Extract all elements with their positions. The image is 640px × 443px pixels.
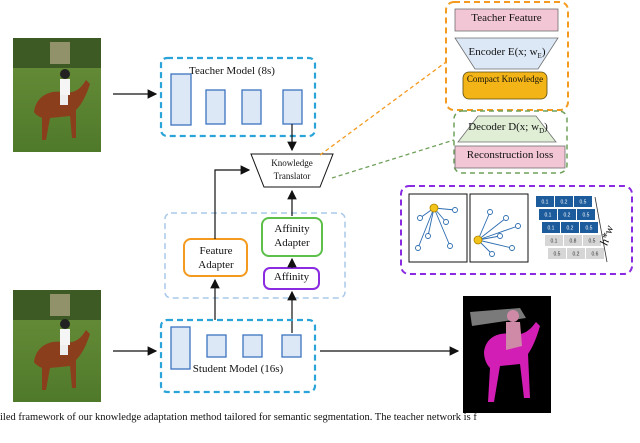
matrix-cell bbox=[561, 222, 579, 233]
adapter-group-box bbox=[164, 212, 346, 299]
input-photo-bottom bbox=[13, 290, 101, 402]
student-model-box bbox=[159, 318, 317, 394]
matrix-cell-value: 0.1 bbox=[542, 200, 549, 206]
affinity-matrix: 0.1 0.2 0.5 0.1 0.2 0.5 0.1 0.2 0.5 0.1 0.8 0.5 0.5 0… bbox=[536, 196, 608, 263]
matrix-cell-value: 0.1 bbox=[548, 226, 555, 232]
matrix-cell-value: 0.5 bbox=[583, 213, 590, 219]
matrix-cell-value: 0.2 bbox=[573, 252, 580, 258]
knowledge-translator-label: Knowledge Translator bbox=[271, 158, 313, 181]
teacher-feature-label: Teacher Feature bbox=[471, 12, 542, 24]
decoder-box bbox=[453, 110, 568, 174]
affinity-detail-box bbox=[400, 185, 633, 275]
matrix-cell bbox=[548, 248, 566, 259]
student-block-1 bbox=[170, 326, 191, 370]
matrix-cell bbox=[564, 235, 582, 246]
teacher-block-4 bbox=[282, 89, 303, 125]
matrix-cell-value: 0.1 bbox=[545, 213, 552, 219]
affinity-label: Affinity bbox=[273, 271, 310, 283]
teacher-model-label: Teacher Model (8s) bbox=[189, 65, 275, 77]
teacher-model-box bbox=[159, 56, 317, 138]
matrix-cell bbox=[583, 235, 601, 246]
compact-knowledge-box bbox=[462, 71, 548, 100]
figure-caption: iled framework of our knowledge adaptati… bbox=[0, 412, 477, 423]
student-model-label: Student Model (16s) bbox=[192, 363, 284, 375]
matrix-dimension-line bbox=[594, 196, 608, 263]
encoder-label: Encoder E(x; wE) bbox=[468, 46, 546, 61]
matrix-cell bbox=[567, 248, 585, 259]
decoder-shape bbox=[457, 115, 557, 143]
matrix-cell-value: 0.2 bbox=[564, 213, 571, 219]
arrow-feature-adapter-to-translator bbox=[214, 165, 251, 239]
reconstruction-loss-box bbox=[454, 145, 566, 169]
input-photo-top bbox=[13, 38, 101, 152]
autoencoder-box bbox=[445, 1, 569, 111]
matrix-cell bbox=[542, 222, 560, 233]
connector-translator-orange bbox=[319, 61, 447, 156]
matrix-cell bbox=[558, 209, 576, 220]
matrix-cell-value: 0.5 bbox=[554, 252, 561, 258]
affinity-graph-icon-1 bbox=[408, 193, 468, 263]
matrix-cell-value: 0.2 bbox=[561, 200, 568, 206]
teacher-feature-box bbox=[454, 8, 559, 32]
decoder-label: Decoder D(x; wD) bbox=[468, 121, 548, 136]
student-block-3 bbox=[242, 334, 263, 358]
matrix-cell bbox=[539, 209, 557, 220]
matrix-cell bbox=[574, 196, 592, 207]
teacher-block-1 bbox=[170, 73, 192, 126]
teacher-block-2 bbox=[205, 89, 226, 125]
compact-knowledge-label: Compact Knowledge bbox=[466, 74, 544, 84]
matrix-cell bbox=[536, 196, 554, 207]
matrix-cell-value: 0.5 bbox=[589, 239, 596, 245]
encoder-shape bbox=[454, 37, 559, 70]
matrix-cell-value: 0.5 bbox=[586, 226, 593, 232]
matrix-cell bbox=[545, 235, 563, 246]
matrix-cell bbox=[555, 196, 573, 207]
knowledge-translator-shape bbox=[250, 153, 334, 188]
matrix-cell-value: 0.1 bbox=[551, 239, 558, 245]
connector-translator-green bbox=[331, 139, 455, 179]
matrix-cell bbox=[577, 209, 595, 220]
matrix-cell-value: 0.8 bbox=[570, 239, 577, 245]
matrix-cell bbox=[580, 222, 598, 233]
segmentation-mask bbox=[463, 296, 551, 413]
reconstruction-loss-label: Reconstruction loss bbox=[466, 149, 554, 161]
teacher-block-3 bbox=[241, 89, 262, 125]
student-block-2 bbox=[206, 334, 227, 358]
student-block-4 bbox=[281, 334, 302, 358]
matrix-cell-value: 0.5 bbox=[580, 200, 587, 206]
matrix-cell-value: 0.2 bbox=[567, 226, 574, 232]
affinity-adapter-label: Affinity Adapter bbox=[274, 223, 310, 249]
feature-adapter-label: Feature Adapter bbox=[198, 245, 234, 271]
matrix-cell bbox=[586, 248, 604, 259]
matrix-cell-value: 0.6 bbox=[592, 252, 599, 258]
affinity-adapter-box bbox=[261, 217, 323, 257]
